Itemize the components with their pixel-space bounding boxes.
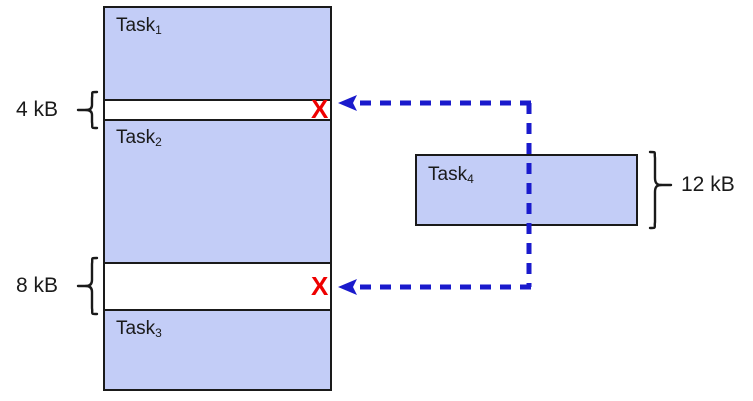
arrowhead-to-4kb-hole [338,95,357,111]
size-label-12kb: 12 kB [681,173,735,196]
task1-subscript: 1 [155,23,162,37]
memory-block-task2-label: Task2 [116,127,162,149]
task3-name: Task [116,318,156,339]
arrowhead-to-8kb-hole [338,279,357,295]
task1-name: Task [116,15,156,36]
brace-8kb [76,256,99,316]
task4-subscript: 4 [467,172,474,186]
incoming-task4-label: Task4 [428,164,474,186]
size-label-4kb: 4 kB [16,98,59,121]
task4-name: Task [428,164,468,185]
brace-12kb [648,150,673,230]
reject-mark-4kb-hole: X [311,94,329,124]
task3-subscript: 3 [155,326,162,340]
memory-free-hole-8kb [103,262,332,311]
reject-mark-8kb-hole: X [311,271,329,301]
task2-subscript: 2 [155,135,162,149]
fit-attempt-connectors [338,95,532,295]
size-label-8kb: 8 kB [16,274,59,297]
memory-block-task3-label: Task3 [116,318,162,340]
task2-name: Task [116,127,156,148]
brace-4kb [76,90,99,130]
memory-block-task1-label: Task1 [116,15,162,37]
